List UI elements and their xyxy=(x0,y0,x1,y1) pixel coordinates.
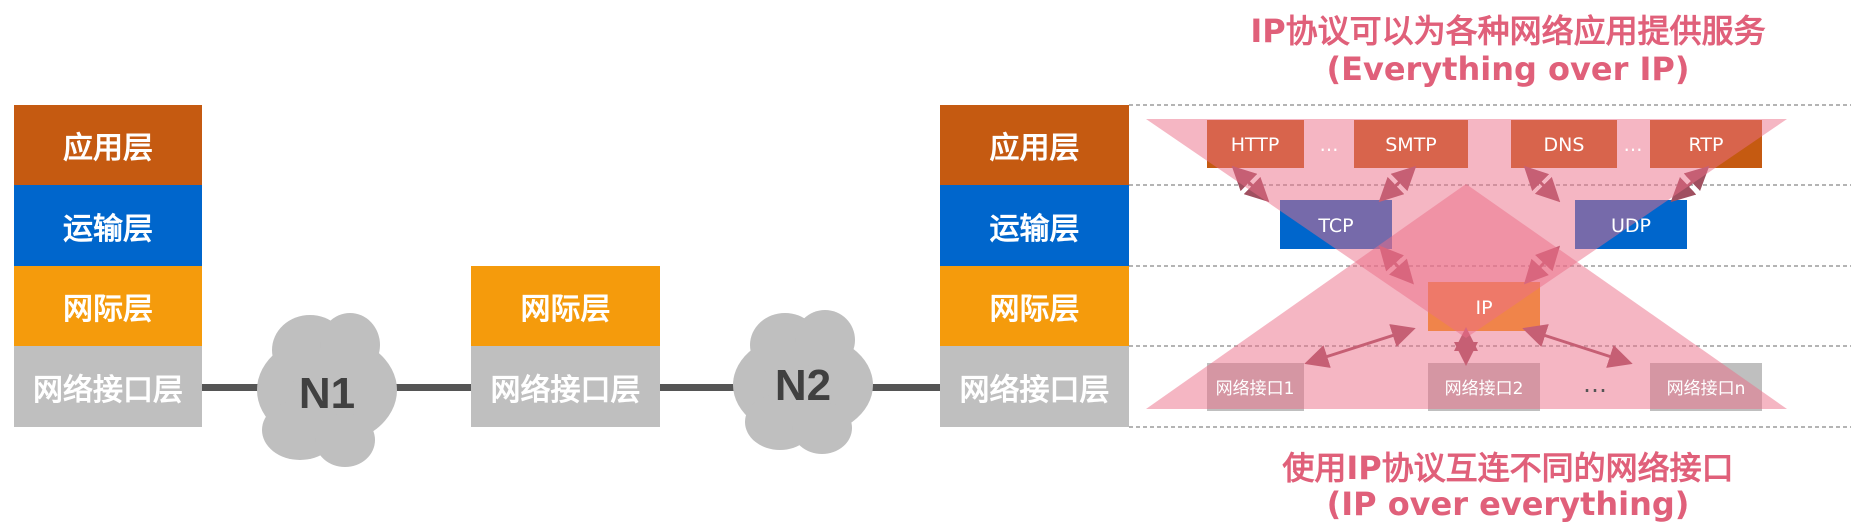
top-caption-en: (Everything over IP) xyxy=(1326,50,1690,88)
interface-n-label: 网络接口n xyxy=(1667,379,1746,399)
left-interface-layer: 网络接口层 xyxy=(14,346,202,427)
network-n2-label: N2 xyxy=(775,361,831,410)
interface-1-label: 网络接口1 xyxy=(1216,379,1295,399)
router-internet-layer: 网际层 xyxy=(471,266,660,346)
left-transport-layer: 运输层 xyxy=(14,185,202,266)
rtp-label: RTP xyxy=(1689,134,1724,156)
right-transport-layer: 运输层 xyxy=(940,185,1129,266)
http-label: HTTP xyxy=(1231,134,1280,156)
interface-2-label: 网络接口2 xyxy=(1445,379,1524,399)
smtp-label: SMTP xyxy=(1385,134,1437,156)
app-ellipsis-2: … xyxy=(1624,134,1643,156)
bottom-caption-en: (IP over everything) xyxy=(1326,485,1690,523)
router-interface-layer: 网络接口层 xyxy=(471,346,660,427)
right-interface-layer: 网络接口层 xyxy=(940,346,1129,427)
ip-label: IP xyxy=(1475,297,1492,319)
cloud-n2-icon: N2 xyxy=(733,310,873,454)
udp-label: UDP xyxy=(1611,215,1651,237)
interface-ellipsis: … xyxy=(1583,370,1607,398)
left-application-layer: 应用层 xyxy=(14,105,202,185)
app-ellipsis-1: … xyxy=(1320,134,1339,156)
left-internet-layer: 网际层 xyxy=(14,266,202,346)
bottom-caption: 使用IP协议互连不同的网络接口 xyxy=(1282,449,1734,487)
top-caption: IP协议可以为各种网络应用提供服务 xyxy=(1250,12,1766,50)
dns-label: DNS xyxy=(1544,134,1585,156)
right-application-layer: 应用层 xyxy=(940,105,1129,185)
tcp-label: TCP xyxy=(1317,215,1353,237)
cloud-n1-icon: N1 xyxy=(257,313,397,467)
right-internet-layer: 网际层 xyxy=(940,266,1129,346)
ip-over-everything-triangle xyxy=(1146,184,1787,409)
network-n1-label: N1 xyxy=(299,369,355,418)
